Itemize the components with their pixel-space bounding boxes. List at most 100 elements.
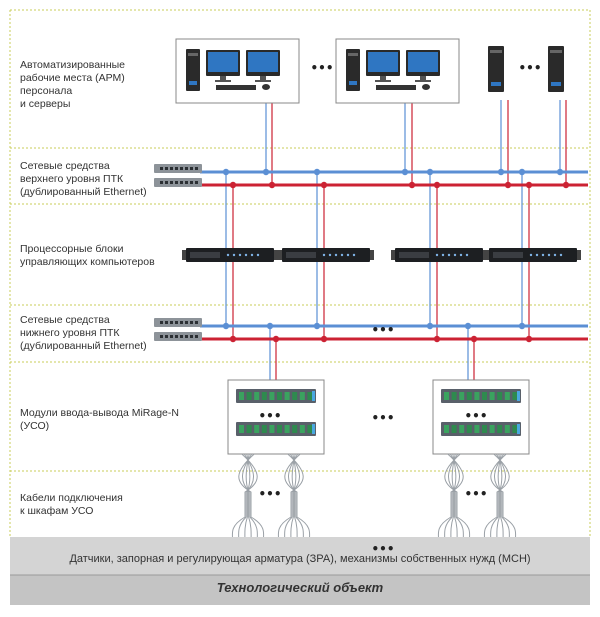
cable-wire bbox=[245, 453, 252, 546]
label-line: нижнего уровня ПТК bbox=[20, 327, 120, 339]
bus-node bbox=[497, 168, 505, 176]
cable-wire bbox=[291, 453, 298, 546]
bus-node bbox=[518, 168, 526, 176]
front-panel bbox=[189, 81, 197, 85]
terminal-block bbox=[254, 392, 260, 400]
status-led bbox=[465, 253, 469, 257]
switch-port bbox=[170, 181, 173, 184]
bus-node bbox=[313, 168, 321, 176]
processor-unit-icon bbox=[278, 248, 374, 262]
terminal-block bbox=[459, 425, 465, 433]
terminal-block bbox=[451, 392, 457, 400]
label-line: к шкафам УСО bbox=[20, 505, 94, 517]
label-cables: Кабели подключения к шкафам УСО bbox=[20, 492, 170, 518]
status-led bbox=[453, 253, 457, 257]
cable-wire bbox=[448, 453, 464, 546]
mouse-icon bbox=[422, 84, 430, 90]
status-led bbox=[441, 253, 445, 257]
terminal-block bbox=[299, 392, 305, 400]
cable-wire bbox=[490, 453, 506, 546]
label-line: Кабели подключения bbox=[20, 492, 123, 504]
label-line: рабочие места (АРМ) bbox=[20, 72, 125, 84]
row-dividers bbox=[9, 9, 591, 537]
bus-node bbox=[504, 181, 512, 189]
switch-port bbox=[185, 181, 188, 184]
bus-node bbox=[408, 181, 416, 189]
io-cabinet-2 bbox=[432, 379, 530, 455]
label-processors: Процессорные блоки управляющих компьютер… bbox=[20, 243, 170, 269]
ellipsis-marker: ••• bbox=[258, 487, 281, 501]
bus-node bbox=[266, 322, 274, 330]
bus-node bbox=[272, 335, 280, 343]
cable-wire bbox=[284, 453, 300, 546]
status-led bbox=[541, 253, 545, 257]
cable-wire bbox=[483, 453, 510, 546]
bus-node bbox=[320, 335, 328, 343]
system-unit-icon bbox=[548, 46, 564, 92]
bus-node bbox=[433, 181, 441, 189]
label-lower-network: Сетевые средства нижнего уровня ПТК (дуб… bbox=[20, 314, 170, 353]
front-panel bbox=[551, 82, 561, 86]
switch-port bbox=[160, 335, 163, 338]
rack-ear bbox=[577, 250, 581, 260]
terminal-block bbox=[497, 392, 503, 400]
terminal-block bbox=[444, 392, 449, 400]
cable-wire bbox=[231, 453, 258, 546]
bus-node bbox=[268, 181, 276, 189]
cable-wire bbox=[451, 453, 458, 546]
label-workstations: Автоматизированные рабочие места (АРМ) п… bbox=[20, 59, 170, 111]
status-led bbox=[547, 253, 551, 257]
terminal-block bbox=[261, 425, 267, 433]
bus-node bbox=[562, 181, 570, 189]
monitor-screen bbox=[408, 52, 438, 72]
ellipsis-marker: ••• bbox=[371, 542, 394, 556]
io-cabinets bbox=[227, 379, 530, 455]
label-line: (дублированный Ethernet) bbox=[20, 340, 147, 352]
bus-node bbox=[426, 322, 434, 330]
workstations-group bbox=[175, 38, 564, 104]
rack-chassis bbox=[489, 248, 577, 262]
terminal-block bbox=[466, 392, 472, 400]
module-indicator bbox=[517, 391, 520, 401]
switch-port bbox=[170, 335, 173, 338]
switch-port bbox=[165, 167, 168, 170]
terminal-block bbox=[489, 392, 495, 400]
keyboard-icon bbox=[216, 85, 256, 90]
keyboard-icon bbox=[376, 85, 416, 90]
label-line: Процессорные блоки bbox=[20, 243, 124, 255]
cable-wire bbox=[444, 453, 460, 546]
rack-ear bbox=[370, 250, 374, 260]
bus-node bbox=[518, 322, 526, 330]
cable-wire bbox=[437, 453, 464, 546]
terminal-block bbox=[474, 392, 480, 400]
terminal-block bbox=[489, 425, 495, 433]
status-led bbox=[334, 253, 338, 257]
terminal-block bbox=[482, 392, 487, 400]
label-io-modules: Модули ввода-вывода MiRage-N (УСО) bbox=[20, 407, 200, 433]
status-led bbox=[553, 253, 557, 257]
status-led bbox=[535, 253, 539, 257]
ellipsis-markers: ••••••••••••••••••••••••••• bbox=[258, 61, 541, 556]
switch-port bbox=[180, 321, 183, 324]
module-indicator bbox=[312, 424, 315, 434]
bus-node bbox=[222, 168, 230, 176]
terminal-block bbox=[246, 392, 252, 400]
switch-port bbox=[195, 321, 198, 324]
system-unit-icon bbox=[488, 46, 504, 92]
switch-port bbox=[190, 167, 193, 170]
status-led bbox=[244, 253, 248, 257]
monitor-stand bbox=[220, 76, 226, 80]
cable-wire bbox=[290, 453, 297, 546]
ellipsis-marker: ••• bbox=[371, 323, 394, 337]
bus-node bbox=[426, 168, 434, 176]
terminal-block bbox=[269, 392, 275, 400]
switch-port bbox=[185, 321, 188, 324]
workstation-1 bbox=[175, 38, 300, 104]
label-line: (УСО) bbox=[20, 420, 50, 432]
bus-node bbox=[313, 322, 321, 330]
processor-unit-icon bbox=[391, 248, 487, 262]
ellipsis-marker: ••• bbox=[464, 487, 487, 501]
terminal-block bbox=[497, 425, 503, 433]
rack-panel bbox=[399, 252, 429, 258]
status-led bbox=[256, 253, 260, 257]
